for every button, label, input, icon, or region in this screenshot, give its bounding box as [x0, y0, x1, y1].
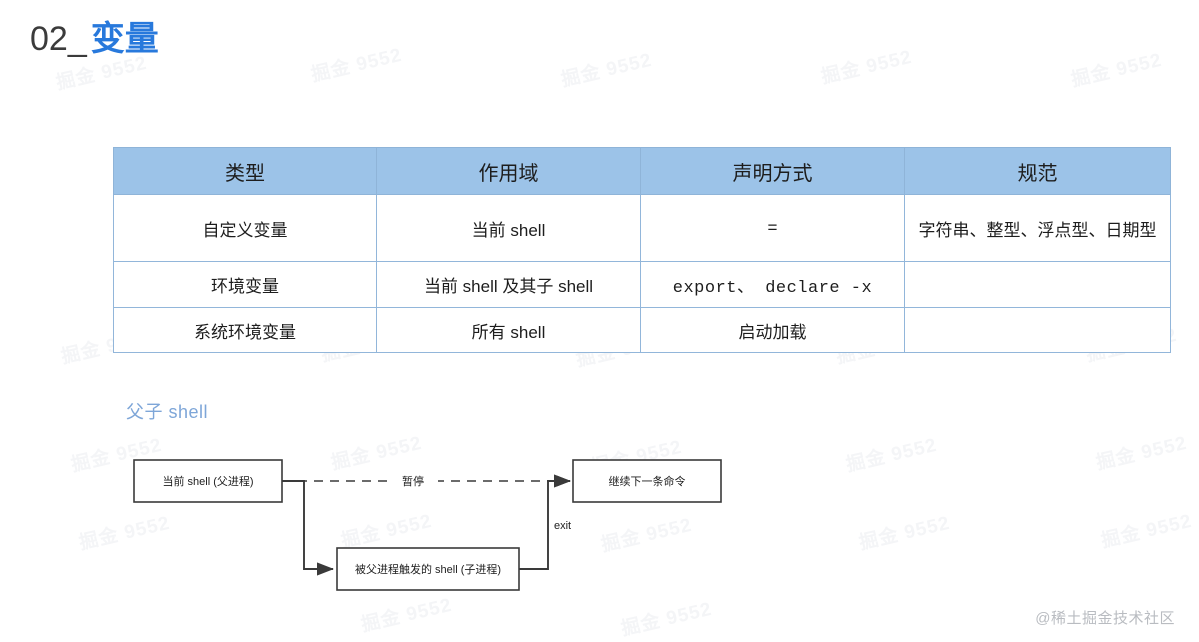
column-header-declare: 声明方式 — [640, 147, 905, 195]
cell-type: 自定义变量 — [113, 194, 377, 262]
background-watermark: 掘金 9552 — [819, 46, 915, 89]
cell-spec: 字符串、整型、浮点型、日期型 — [904, 194, 1171, 262]
cell-declare: = — [640, 194, 905, 262]
flow-box-parent-shell-label: 当前 shell (父进程) — [162, 474, 253, 488]
background-watermark: 掘金 9552 — [857, 512, 953, 555]
flow-box-child-shell-label: 被父进程触发的 shell (子进程) — [355, 562, 501, 576]
section-label-parent-child-shell: 父子 shell — [126, 402, 209, 422]
parent-child-shell-flow-diagram: 当前 shell (父进程) 继续下一条命令 被父进程触发的 shell (子进… — [120, 448, 760, 608]
flow-box-child-shell: 被父进程触发的 shell (子进程) — [336, 547, 520, 591]
column-header-scope: 作用域 — [376, 147, 641, 195]
flow-box-next-command-label: 继续下一条命令 — [609, 474, 686, 488]
cell-declare: 启动加载 — [640, 307, 905, 353]
flow-edge-exit-label: exit — [554, 520, 571, 532]
column-header-type: 类型 — [113, 147, 377, 195]
background-watermark: 掘金 9552 — [1099, 510, 1195, 553]
background-watermark: 掘金 9552 — [559, 49, 655, 92]
column-header-spec: 规范 — [904, 147, 1171, 195]
cell-declare: export、 declare -x — [640, 261, 905, 308]
table-row: 系统环境变量 所有 shell 启动加载 — [113, 307, 1171, 353]
cell-type: 系统环境变量 — [113, 307, 377, 353]
cell-scope: 当前 shell — [376, 194, 641, 262]
table-header-row: 类型 作用域 声明方式 规范 — [113, 147, 1171, 195]
table-row: 环境变量 当前 shell 及其子 shell export、 declare … — [113, 261, 1171, 308]
cell-scope: 当前 shell 及其子 shell — [376, 261, 641, 308]
flow-edge-spawn-child — [282, 480, 334, 576]
table-row: 自定义变量 当前 shell = 字符串、整型、浮点型、日期型 — [113, 194, 1171, 262]
background-watermark: 掘金 9552 — [1069, 49, 1165, 92]
cell-spec — [904, 261, 1171, 308]
flow-edge-exit: exit — [519, 474, 582, 570]
cell-scope: 所有 shell — [376, 307, 641, 353]
page-title-number: 02_ — [30, 20, 87, 58]
cell-type: 环境变量 — [113, 261, 377, 308]
cell-spec — [904, 307, 1171, 353]
corner-watermark: @稀土掘金技术社区 — [1035, 610, 1175, 627]
background-watermark: 掘金 9552 — [844, 434, 940, 477]
background-watermark: 掘金 9552 — [1094, 432, 1190, 475]
flow-box-parent-shell: 当前 shell (父进程) — [133, 459, 283, 503]
page-title-text: 变量 — [90, 20, 159, 58]
background-watermark: 掘金 9552 — [309, 44, 405, 87]
variable-types-table: 类型 作用域 声明方式 规范 自定义变量 当前 shell = 字符串、整型、浮… — [113, 147, 1171, 353]
flow-box-next-command: 继续下一条命令 — [572, 459, 722, 503]
page-title: 02_变量 — [30, 19, 159, 59]
flow-edge-pause: 暂停 — [282, 473, 571, 489]
flow-edge-pause-label: 暂停 — [402, 474, 424, 488]
